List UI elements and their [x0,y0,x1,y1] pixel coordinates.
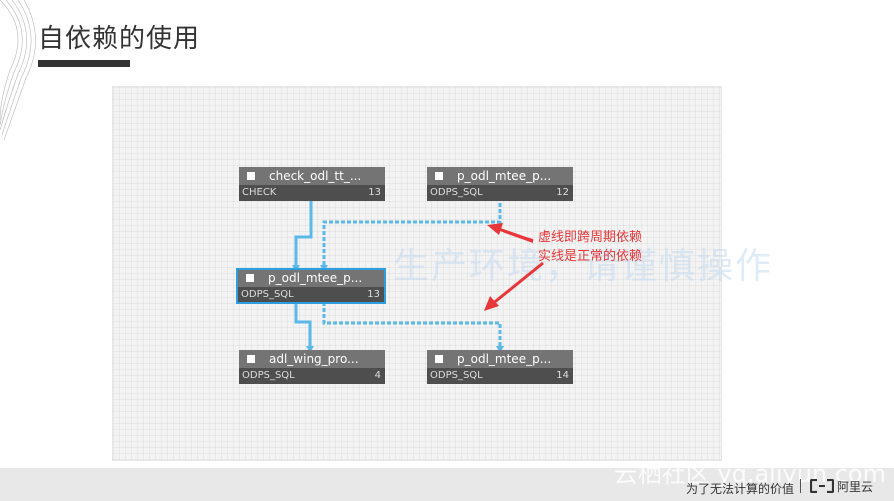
task-type: ODPS_SQL [241,289,294,300]
aliyun-logo-icon [810,479,834,493]
task-node[interactable]: p_odl_mtee_p... ODPS_SQL 14 [427,350,573,386]
task-type: ODPS_SQL [430,187,483,198]
task-count: 13 [368,187,381,198]
task-count: 14 [556,370,569,381]
link-solid-n3-n4 [294,302,312,350]
task-node-selected[interactable]: p_odl_mtee_p... ODPS_SQL 13 [236,268,386,304]
footer-bar [0,468,894,501]
checkbox-icon[interactable] [435,171,443,180]
annotation-line-dashed: 虚线即跨周期依赖 [538,230,643,245]
link-arrow-n3-n5 [496,346,504,353]
task-name: check_odl_tt_... [269,169,362,183]
annotation-text: 虚线即跨周期依赖 实线是正常的依赖 [538,228,642,266]
corner-decoration [0,0,36,140]
dependency-links [292,197,544,353]
footer-slogan: 为了无法计算的价值 [685,482,794,496]
task-node[interactable]: p_odl_mtee_p... ODPS_SQL 12 [427,167,573,203]
checkbox-icon[interactable] [435,354,443,363]
task-node[interactable]: check_odl_tt_... CHECK 13 [239,167,385,203]
checkbox-icon[interactable] [246,273,254,282]
checkbox-icon[interactable] [247,354,255,363]
task-name: p_odl_mtee_p... [457,352,552,366]
red-arrow-lower-body [490,261,544,307]
dag-canvas[interactable]: 生产环境，请谨慎操作 check_odl_tt_... CHECK 13 p_od… [112,86,771,461]
task-name: p_odl_mtee_p... [457,169,552,183]
title-underline [38,60,130,67]
footer-watermark: 云栖社区 yq.aliyun.com [613,460,886,488]
task-name: adl_wing_pro... [269,352,359,366]
task-node[interactable]: adl_wing_pro... ODPS_SQL 4 [239,350,385,386]
brand-name: 阿里云 [837,479,874,494]
annotation-line-solid: 实线是正常的依赖 [538,249,643,264]
task-count: 13 [367,289,380,300]
brand: 阿里云 [810,478,873,494]
red-arrow-upper-head [487,223,503,235]
footer-divider [800,479,801,493]
task-count: 12 [556,187,569,198]
task-name: p_odl_mtee_p... [268,271,363,285]
link-arrow-n3-n4 [306,346,314,353]
link-dashed-n3-n5 [322,302,502,350]
environment-watermark: 生产环境，请谨慎操作 [393,246,774,287]
link-solid-n1-n3 [294,197,313,269]
task-count: 4 [374,370,381,381]
task-type: ODPS_SQL [430,370,483,381]
task-type: CHECK [242,187,277,198]
link-dashed-n2-n3 [322,197,502,269]
red-arrow-lower-head [484,296,499,311]
slide-title: 自依赖的使用 [38,24,201,54]
task-type: ODPS_SQL [242,370,295,381]
checkbox-icon[interactable] [247,171,255,180]
annotation-arrows [484,223,544,311]
